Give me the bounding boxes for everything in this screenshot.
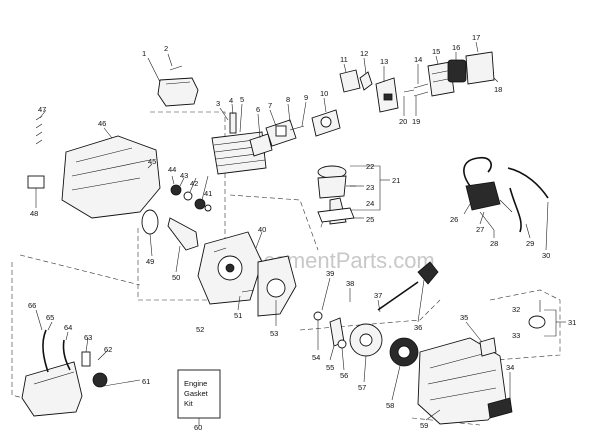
part-number-58: 58 — [386, 401, 394, 410]
part-number-17: 17 — [472, 33, 480, 42]
part-number-38: 38 — [346, 279, 354, 288]
carburetor-group — [249, 109, 341, 157]
part-number-65: 65 — [46, 313, 54, 322]
part-number-47: 47 — [38, 105, 46, 114]
part-number-60: 60 — [194, 423, 202, 432]
gasket-kit-box: Engine Gasket Kit — [177, 369, 221, 426]
small-hardware-right — [528, 300, 546, 329]
part-number-66: 66 — [28, 301, 36, 310]
part-number-14: 14 — [414, 55, 422, 64]
part-number-labels: 1 2 3 4 5 6 7 8 9 10 11 12 13 14 15 16 1… — [28, 33, 576, 432]
part-number-42: 42 — [190, 179, 198, 188]
part-number-46: 46 — [98, 119, 106, 128]
part-number-31: 31 — [568, 318, 576, 327]
throttle-parts — [339, 69, 399, 113]
kit-box-line-1: Engine — [184, 379, 207, 388]
leader-lines — [35, 41, 566, 421]
part-number-39: 39 — [326, 269, 334, 278]
part-number-59: 59 — [420, 421, 428, 430]
part-number-51: 51 — [234, 311, 242, 320]
part-number-44: 44 — [168, 165, 176, 174]
part-number-4: 4 — [229, 96, 233, 105]
part-number-35: 35 — [460, 313, 468, 322]
part-number-22: 22 — [366, 162, 374, 171]
part-number-57: 57 — [358, 383, 366, 392]
part-number-64: 64 — [64, 323, 72, 332]
part-number-33: 33 — [512, 331, 520, 340]
part-number-16: 16 — [452, 43, 460, 52]
part-number-26: 26 — [450, 215, 458, 224]
part-number-29: 29 — [526, 239, 534, 248]
part-number-5: 5 — [240, 95, 244, 104]
part-number-55: 55 — [326, 363, 334, 372]
part-number-32: 32 — [512, 305, 520, 314]
part-number-63: 63 — [84, 333, 92, 342]
part-number-48: 48 — [30, 209, 38, 218]
part-number-25: 25 — [366, 215, 374, 224]
starter-housing — [417, 337, 513, 425]
part-number-30: 30 — [542, 251, 550, 260]
fuel-tank — [21, 329, 108, 417]
part-number-10: 10 — [320, 89, 328, 98]
part-number-45: 45 — [148, 157, 156, 166]
part-number-62: 62 — [104, 345, 112, 354]
part-number-6: 6 — [256, 105, 260, 114]
part-number-7: 7 — [268, 101, 272, 110]
part-number-50: 50 — [172, 273, 180, 282]
part-number-36: 36 — [414, 323, 422, 332]
part-number-56: 56 — [340, 371, 348, 380]
part-number-9: 9 — [304, 93, 308, 102]
part-number-49: 49 — [146, 257, 154, 266]
part-number-3: 3 — [216, 99, 220, 108]
part-number-23: 23 — [366, 183, 374, 192]
part-number-1: 1 — [142, 49, 146, 58]
part-number-19: 19 — [412, 117, 420, 126]
part-number-15: 15 — [432, 47, 440, 56]
part-number-11: 11 — [340, 55, 348, 64]
part-number-28: 28 — [490, 239, 498, 248]
part-number-41: 41 — [204, 189, 212, 198]
ignition-cap — [157, 65, 199, 107]
part-number-13: 13 — [380, 57, 388, 66]
bearings — [167, 184, 212, 251]
part-number-18: 18 — [494, 85, 502, 94]
air-filter — [403, 51, 495, 97]
starter-assembly — [313, 261, 439, 367]
fan-housing — [27, 115, 161, 235]
part-number-54: 54 — [312, 353, 320, 362]
part-number-24: 24 — [366, 199, 374, 208]
crankcase — [197, 231, 297, 317]
part-number-21: 21 — [392, 176, 400, 185]
part-number-20: 20 — [399, 117, 407, 126]
part-number-61: 61 — [142, 377, 150, 386]
piston-assembly — [317, 165, 356, 225]
kit-box-line-2: Gasket — [184, 389, 209, 398]
ignition-module — [463, 156, 549, 233]
part-number-43: 43 — [180, 171, 188, 180]
part-number-40: 40 — [258, 225, 266, 234]
part-number-34: 34 — [506, 363, 514, 372]
part-number-37: 37 — [374, 291, 382, 300]
part-number-2: 2 — [164, 44, 168, 53]
part-number-53: 53 — [270, 329, 278, 338]
part-number-27: 27 — [476, 225, 484, 234]
part-number-52: 52 — [196, 325, 204, 334]
kit-box-line-3: Kit — [184, 399, 194, 408]
part-number-8: 8 — [286, 95, 290, 104]
part-number-12: 12 — [360, 49, 368, 58]
